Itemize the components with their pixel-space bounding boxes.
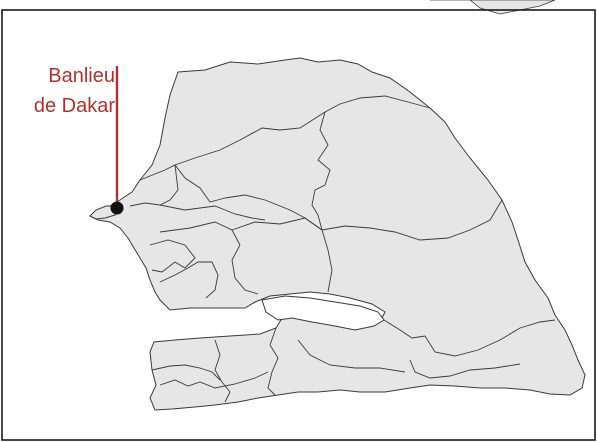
callout-label-line-1: Banlieu (48, 65, 115, 87)
border-east-tambacounda (321, 199, 503, 241)
gambia-enclave (261, 295, 385, 331)
border-thies (139, 164, 226, 203)
border-kolda-east (297, 339, 406, 373)
region-borders (129, 95, 556, 403)
senegal-land (88, 57, 586, 411)
border-matam-west (311, 111, 331, 231)
border-sedhiou-kolda (214, 339, 231, 403)
callout-label-line-2: de Dakar (33, 95, 115, 117)
map-border (1, 9, 596, 441)
border-kolda-tamba (267, 327, 279, 396)
border-kaolack-south (231, 244, 259, 295)
border-ziguinchor-sedhiou (151, 364, 221, 381)
border-kaolack (159, 221, 241, 246)
border-kaffrine-south (231, 217, 333, 293)
border-louga-north (174, 111, 326, 166)
location-marker (110, 201, 124, 215)
border-diourbel-fatick (159, 204, 266, 221)
border-fatick-islands (159, 261, 219, 299)
border-tamba-south (383, 319, 426, 339)
border-louga-diourbel (129, 164, 179, 207)
border-casamance-river (159, 371, 269, 389)
neighbor-country-fragment (430, 0, 556, 15)
country-outline (88, 57, 586, 411)
border-north-east (324, 95, 431, 113)
border-kedougou-west (409, 359, 521, 379)
border-fatick-coast (149, 239, 196, 273)
border-kedougou (424, 319, 556, 357)
